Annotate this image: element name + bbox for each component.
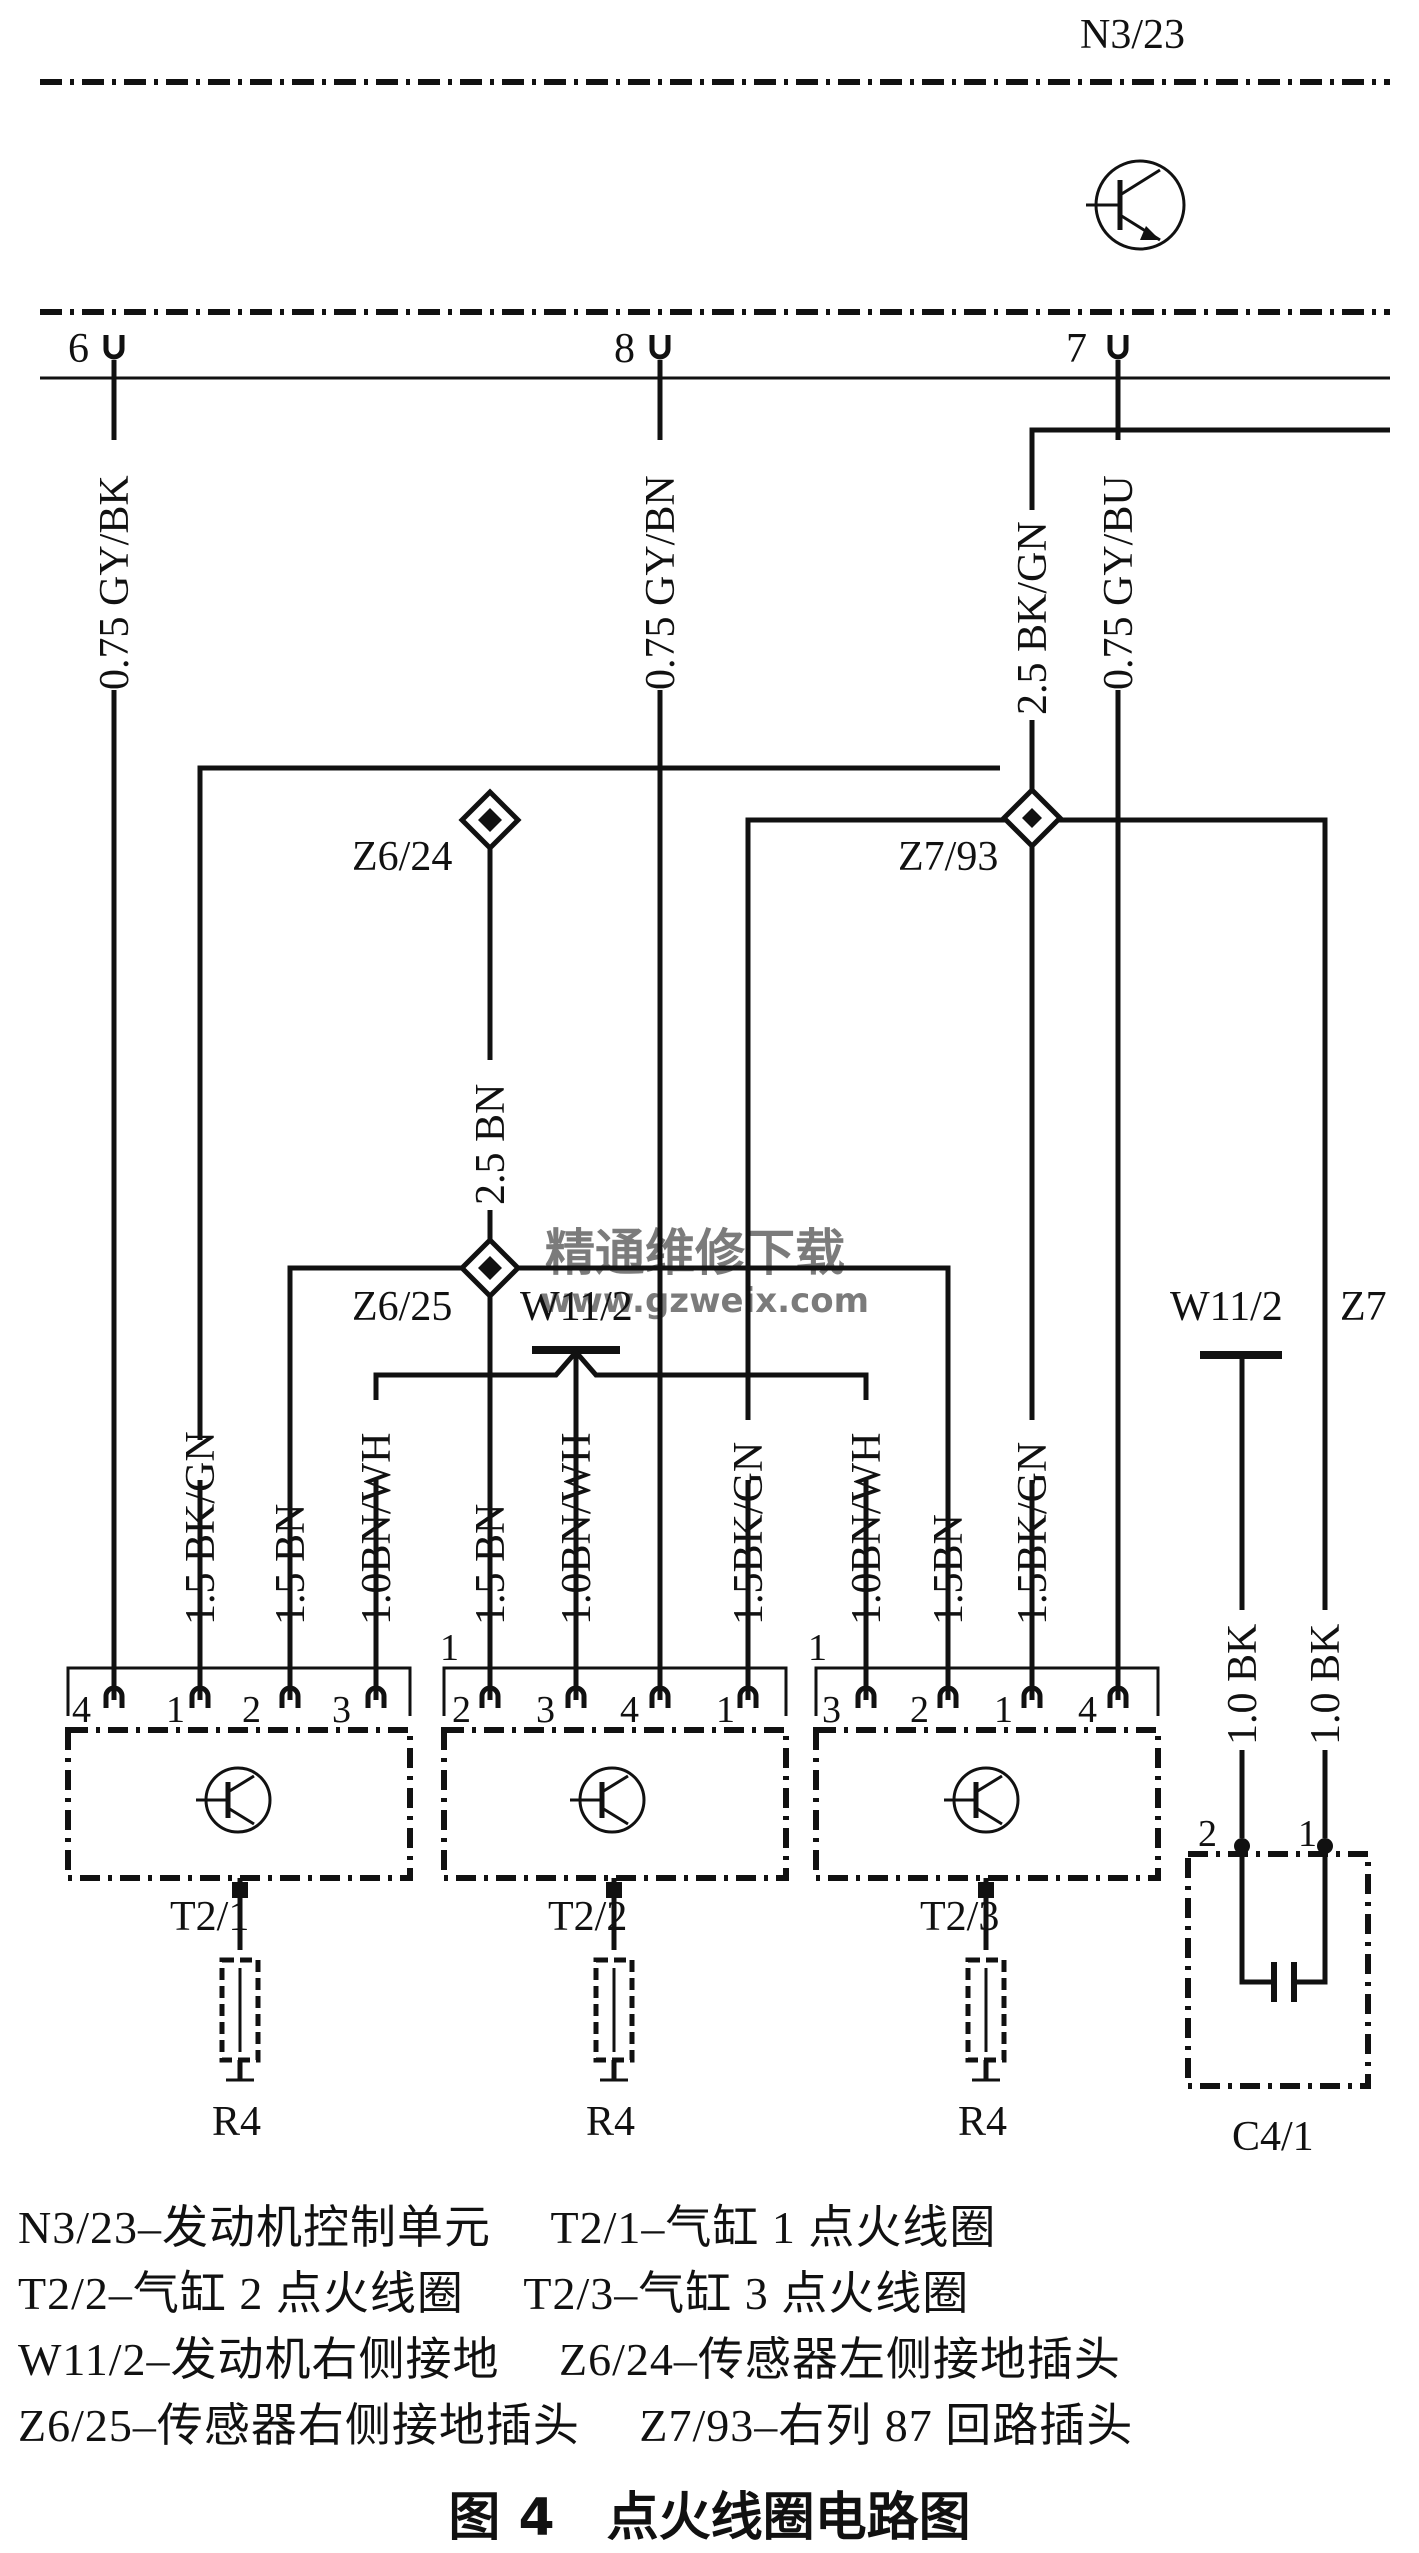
spark-plug-r4-1: R4 [212,1878,261,2145]
ground-w11-2-capacitor: W11/2 Z7 1.0 BK 1.0 BK [1170,1284,1387,1838]
svg-text:1.0 BK: 1.0 BK [1303,1624,1349,1745]
legend-item-t2-1: T2/1–气缸 1 点火线圈 [550,2202,997,2253]
figure-caption: 图 4 点火线圈电路图 [448,2488,971,2548]
svg-text:W11/2: W11/2 [1170,1284,1283,1330]
legend-item-t2-3: T2/3–气缸 3 点火线圈 [523,2268,970,2319]
coil-t2-2: 1 2 3 4 1 T2/2 [440,1627,789,1940]
ecu-socket-7 [1107,335,1129,360]
svg-text:Z7: Z7 [1340,1284,1387,1330]
z6-ground-wires: 2.5 BN [287,840,951,1480]
svg-text:Z6/25: Z6/25 [352,1284,452,1330]
splice-z6-25: Z6/25 [352,1236,522,1330]
svg-text:Z6/24: Z6/24 [352,834,452,880]
wire-label-0-75-gy-bu: 0.75 GY/BU [1096,440,1142,690]
svg-text:1: 1 [994,1689,1013,1731]
coil-t2-3: 1 3 2 1 4 T2/3 [808,1627,1161,1940]
ecu-pin-6: 6 [68,326,89,372]
svg-text:2: 2 [910,1689,929,1731]
svg-text:精通维修下载: 精通维修下载 [545,1224,845,1282]
svg-text:3: 3 [332,1689,351,1731]
splice-z6-24: Z6/24 [352,788,522,880]
svg-text:4: 4 [72,1689,91,1731]
svg-text:4: 4 [1078,1689,1097,1731]
ecu-label: N3/23 [1080,12,1185,58]
svg-text:1: 1 [440,1627,459,1669]
svg-text:1.0 BK: 1.0 BK [1220,1624,1266,1745]
svg-text:www.gzweix.com: www.gzweix.com [540,1281,869,1321]
ecu-socket-6 [103,335,125,360]
legend-item-z7-93: Z7/93–右列 87 回路插头 [639,2400,1134,2451]
watermark: 精通维修下载 www.gzweix.com [540,1224,869,1321]
svg-text:C4/1: C4/1 [1232,2114,1314,2160]
legend-item-z6-25: Z6/25–传感器右侧接地插头 [18,2400,580,2451]
svg-text:2: 2 [1198,1813,1217,1855]
svg-text:Z7/93: Z7/93 [898,834,998,880]
legend-item-w11-2: W11/2–发动机右侧接地 [18,2334,500,2385]
svg-text:0.75 GY/BN: 0.75 GY/BN [638,475,684,690]
z7-93-distribution [197,765,1328,1595]
legend-item-z6-24: Z6/24–传感器左侧接地插头 [559,2334,1121,2385]
legend: N3/23–发动机控制单元 T2/1–气缸 1 点火线圈 T2/2–气缸 2 点… [18,2195,1408,2459]
svg-text:2: 2 [452,1689,471,1731]
svg-text:R4: R4 [958,2099,1007,2145]
svg-text:1: 1 [716,1689,735,1731]
svg-text:0.75 GY/BU: 0.75 GY/BU [1096,475,1142,690]
spark-plug-r4-2: R4 [586,1878,635,2145]
svg-text:R4: R4 [212,2099,261,2145]
svg-text:2.5 BN: 2.5 BN [468,1084,514,1205]
svg-text:4: 4 [620,1689,639,1731]
ground-w11-2-engine: W11/2 [373,1284,869,1480]
svg-text:2.5 BK/GN: 2.5 BK/GN [1010,521,1056,715]
legend-item-t2-2: T2/2–气缸 2 点火线圈 [18,2268,464,2319]
svg-text:1: 1 [166,1689,185,1731]
coil-t2-1: 4 1 2 3 T2/1 [65,1666,413,1940]
svg-text:W11/2: W11/2 [520,1284,633,1330]
capacitor-c4-1: 2 1 C4/1 [1185,1813,1371,2160]
ecu-pin-7: 7 [1066,326,1087,372]
spark-plug-r4-3: R4 [958,1878,1007,2145]
svg-text:1: 1 [808,1627,827,1669]
z7-supply-wire: 2.5 BK/GN [1010,427,1390,800]
svg-text:3: 3 [536,1689,555,1731]
svg-text:R4: R4 [586,2099,635,2145]
svg-text:2: 2 [242,1689,261,1731]
ignition-coil-circuit-diagram: N3/23 6 8 7 0.75 GY/BK 0.75 GY/BN 0. [40,12,1390,2160]
legend-item-n3-23: N3/23–发动机控制单元 [18,2202,491,2253]
svg-text:0.75 GY/BK: 0.75 GY/BK [92,475,138,690]
wire-label-0-75-gy-bn: 0.75 GY/BN [638,440,684,690]
coil-harness-labels: 1.5 BK/GN 1.5 BN 1.0BN/WH 1.5 BN 1.0BN/W… [178,1400,1056,1630]
svg-text:3: 3 [822,1689,841,1731]
wire-label-0-75-gy-bk: 0.75 GY/BK [92,440,138,690]
splice-z7-93: Z7/93 [898,786,1064,880]
transistor-icon [1086,159,1186,251]
svg-text:1: 1 [1298,1813,1317,1855]
svg-text:T2/1: T2/1 [170,1894,249,1940]
ecu-n3-23: N3/23 6 8 7 [40,12,1390,380]
ecu-pin-8: 8 [614,326,635,372]
coil-pin-leads [197,1375,1035,1700]
ecu-socket-8 [649,335,671,360]
